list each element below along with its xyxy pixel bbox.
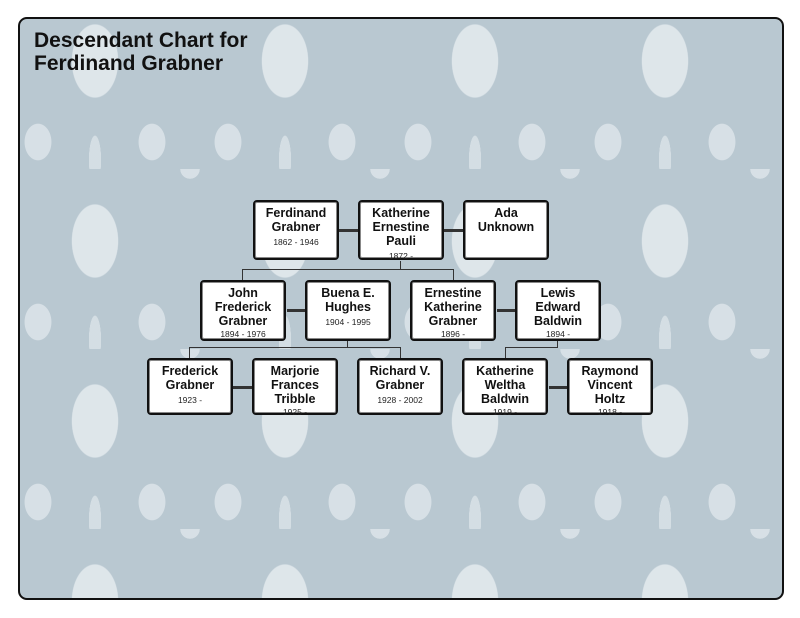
title-line-1: Descendant Chart for xyxy=(34,29,248,52)
child-line xyxy=(400,347,401,359)
person-dates: 1923 - xyxy=(177,395,203,405)
person-name: Katherine Weltha Baldwin xyxy=(476,364,534,406)
person-box[interactable]: Ferdinand Grabner 1862 - 1946 xyxy=(253,200,339,260)
person-name: Lewis Edward Baldwin xyxy=(534,286,582,328)
person-dates: 1894 - xyxy=(545,329,571,339)
child-line xyxy=(557,341,558,348)
person-dates: 1862 - 1946 xyxy=(273,237,319,247)
person-dates: 1872 - xyxy=(388,251,414,261)
person-name: Richard V. Grabner xyxy=(369,364,431,392)
person-dates: 1928 - 2002 xyxy=(377,395,423,405)
person-name: Marjorie Frances Tribble xyxy=(270,364,320,406)
spouse-line xyxy=(497,309,516,312)
spouse-line xyxy=(549,386,568,389)
child-line xyxy=(347,341,348,348)
person-name: Raymond Vincent Holtz xyxy=(581,364,639,406)
child-line xyxy=(505,347,506,359)
person-name: Buena E. Hughes xyxy=(321,286,375,314)
spouse-line xyxy=(287,309,306,312)
chart-title: Descendant Chart for Ferdinand Grabner xyxy=(34,29,248,75)
person-dates: 1894 - 1976 xyxy=(220,329,266,339)
person-dates: 1918 - xyxy=(597,407,623,417)
person-name: John Frederick Grabner xyxy=(214,286,272,328)
child-line xyxy=(189,347,190,359)
person-dates: 1896 - xyxy=(440,329,466,339)
person-box[interactable]: Katherine Ernestine Pauli 1872 - xyxy=(358,200,444,261)
child-line xyxy=(453,269,454,281)
person-dates: 1919 - xyxy=(492,407,518,417)
person-box[interactable]: Ada Unknown xyxy=(463,200,549,260)
child-line xyxy=(189,347,401,348)
person-name: Katherine Ernestine Pauli xyxy=(372,206,430,248)
child-line xyxy=(242,269,454,270)
person-box[interactable]: Buena E. Hughes 1904 - 1995 xyxy=(305,280,391,341)
spouse-line xyxy=(339,229,359,232)
person-dates: 1925 - xyxy=(282,407,308,417)
person-dates: 1904 - 1995 xyxy=(325,317,371,327)
child-line xyxy=(242,269,243,281)
child-line xyxy=(505,347,558,348)
person-box[interactable]: Frederick Grabner 1923 - xyxy=(147,358,233,415)
person-box[interactable]: Richard V. Grabner 1928 - 2002 xyxy=(357,358,443,415)
person-name: Ferdinand Grabner xyxy=(265,206,327,234)
title-line-2: Ferdinand Grabner xyxy=(34,52,224,75)
person-name: Ernestine Katherine Grabner xyxy=(424,286,482,328)
spouse-line xyxy=(444,229,464,232)
child-line xyxy=(400,261,401,270)
chart-frame: Descendant Chart for Ferdinand Grabner xyxy=(18,17,784,600)
person-name: Ada Unknown xyxy=(477,206,535,234)
person-name: Frederick Grabner xyxy=(161,364,219,392)
spouse-line xyxy=(233,386,253,389)
